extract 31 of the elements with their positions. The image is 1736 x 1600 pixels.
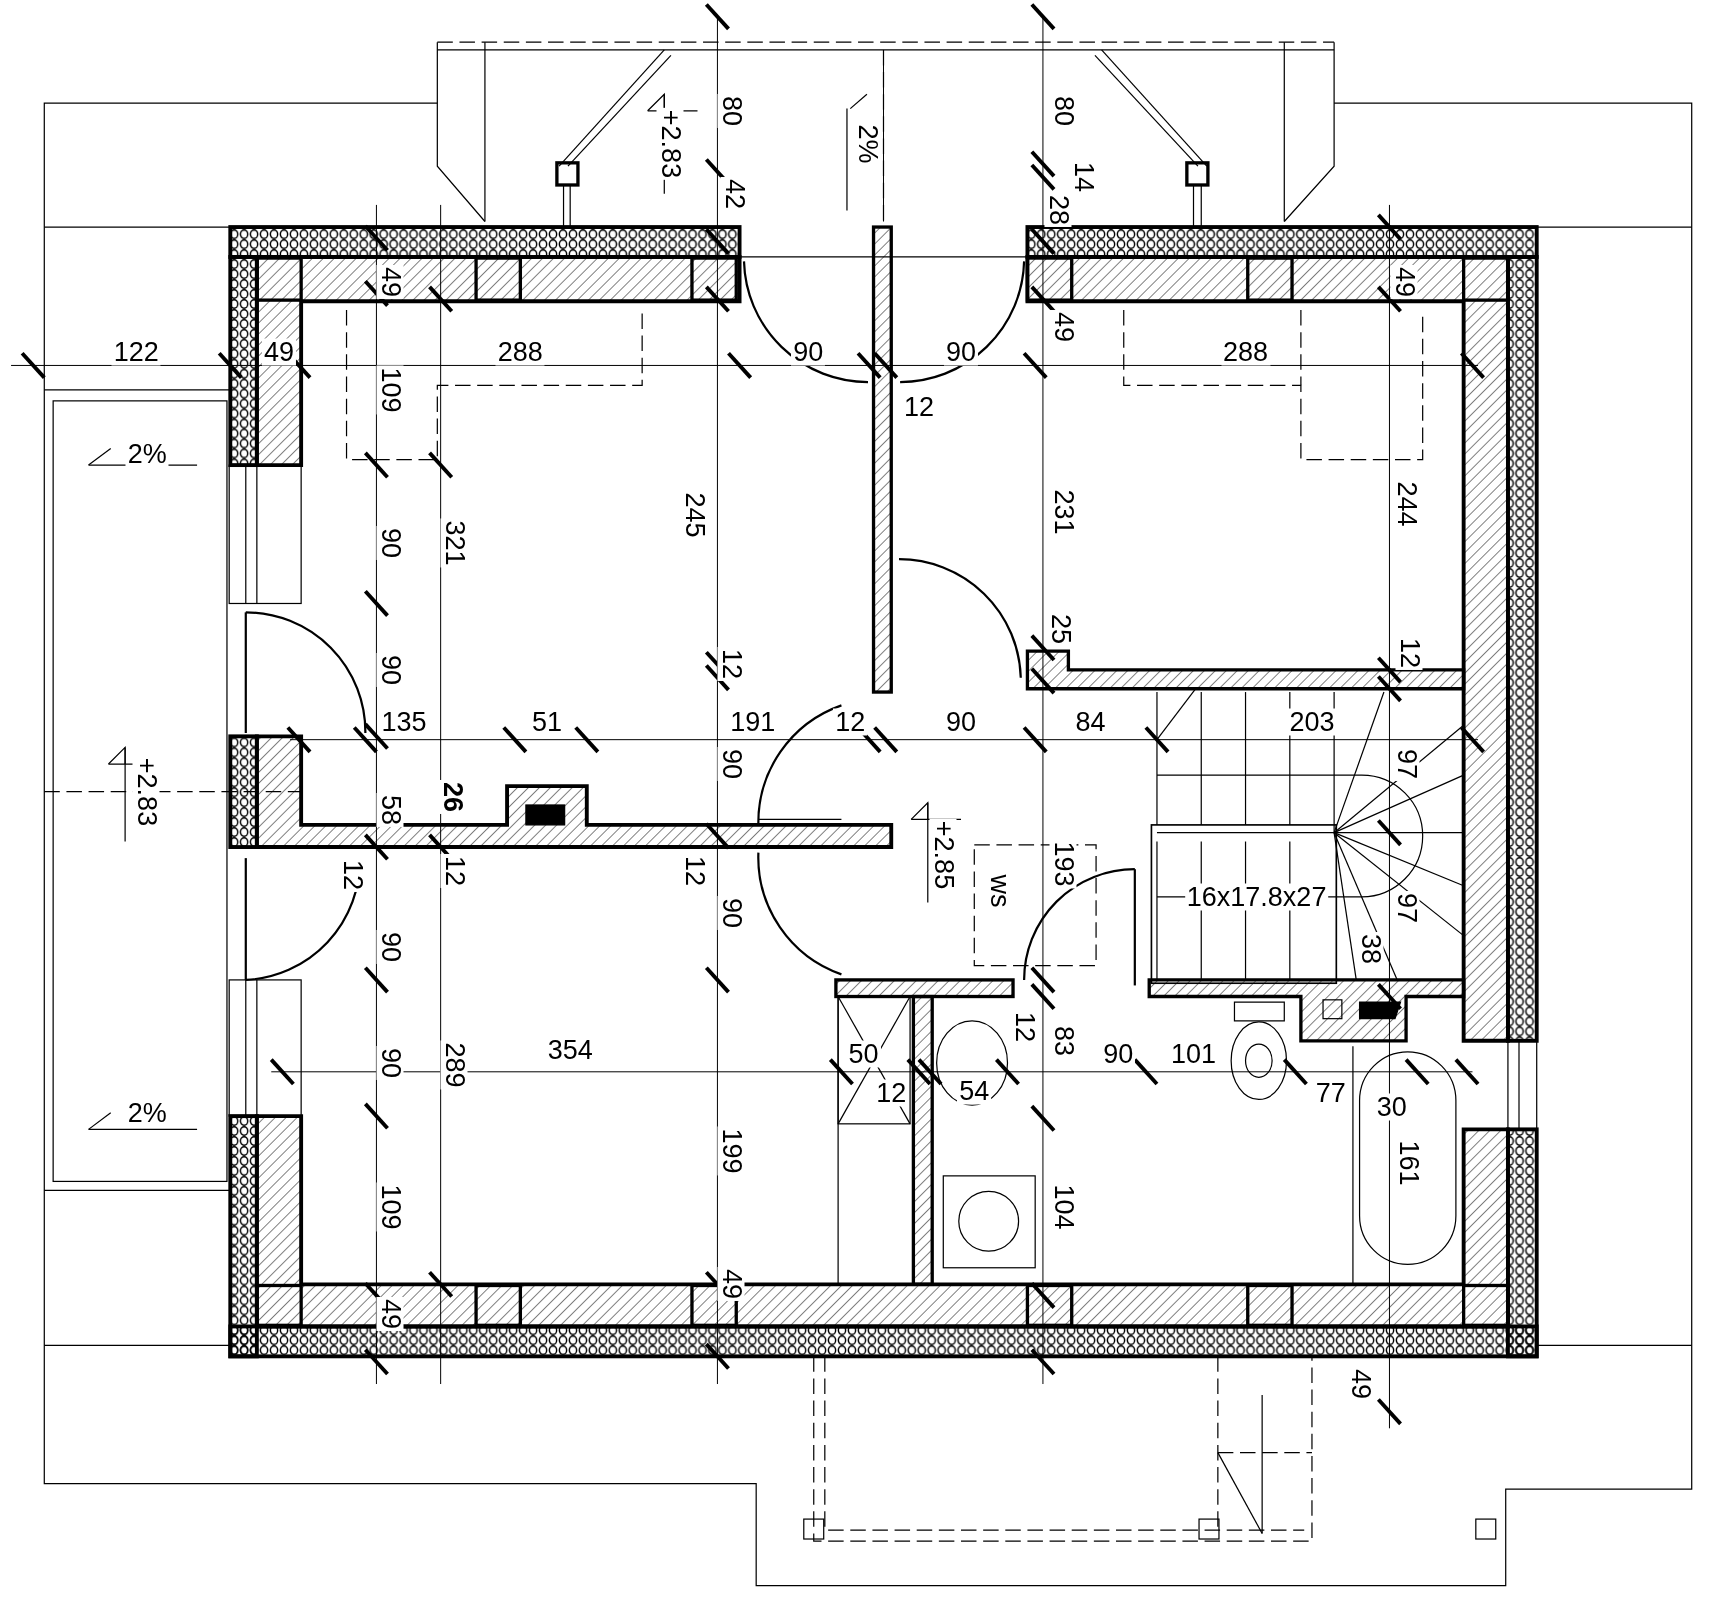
dimension-text: 28 xyxy=(1044,193,1072,228)
dimension-text: 42 xyxy=(720,176,748,211)
dimension-text: 80 xyxy=(717,93,745,128)
dimension-text: 30 xyxy=(1374,1093,1409,1121)
dimension-text: 203 xyxy=(1287,708,1337,736)
level-text: +2.85 xyxy=(929,818,957,891)
dimension-text: 109 xyxy=(376,1182,404,1232)
dimension-text: 90 xyxy=(376,1045,404,1080)
dimension-text: 26 xyxy=(438,780,466,815)
dimension-text: 90 xyxy=(376,652,404,687)
dimension-text: 50 xyxy=(846,1040,881,1068)
stair-size-text: 16x17.8x27 xyxy=(1184,883,1329,911)
dimension-text: 49 xyxy=(1049,309,1077,344)
dimension-text: 12 xyxy=(717,647,745,682)
dimension-text: 199 xyxy=(717,1126,745,1176)
dimension-text: 49 xyxy=(717,1267,745,1302)
dimension-text: 289 xyxy=(440,1040,468,1090)
dimension-text: 90 xyxy=(376,929,404,964)
dimension-text: 90 xyxy=(376,525,404,560)
dimension-text: 49 xyxy=(376,1297,404,1332)
dimension-text: 321 xyxy=(440,517,468,568)
dimension-text: 58 xyxy=(376,793,404,828)
dimension-text: 49 xyxy=(1390,265,1418,300)
dimension-text: 49 xyxy=(376,265,404,300)
dimension-text: 49 xyxy=(262,338,296,366)
dimension-text: 90 xyxy=(717,896,745,931)
dimension-text: 12 xyxy=(440,854,468,889)
dimension-text: 90 xyxy=(717,746,745,781)
level-text: +2.83 xyxy=(656,107,684,181)
dimension-text: 109 xyxy=(376,365,404,415)
dimension-text: 12 xyxy=(833,708,868,736)
